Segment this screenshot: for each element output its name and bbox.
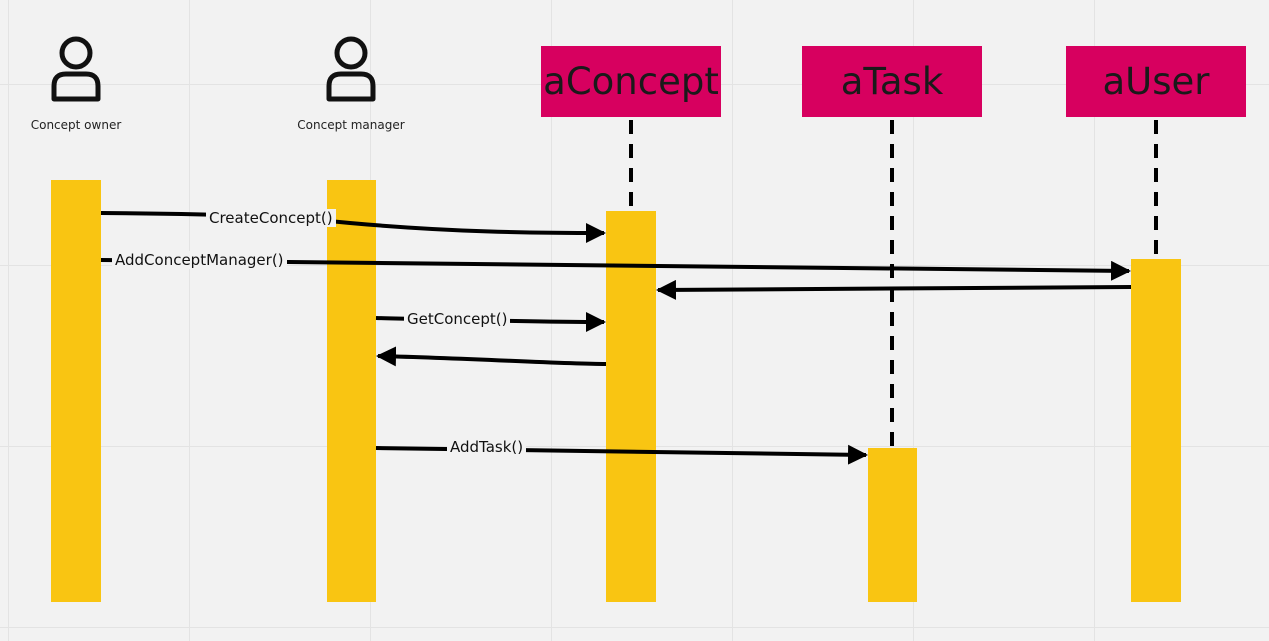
user-icon — [326, 36, 376, 102]
actor-concept-manager[interactable]: Concept manager — [276, 36, 426, 132]
arrow-return-from-auser[interactable] — [656, 279, 1132, 300]
activation-bar-atask[interactable] — [868, 448, 917, 602]
user-icon — [51, 36, 101, 102]
activation-bar-aconcept[interactable] — [606, 211, 656, 602]
arrow-return-from-aconcept[interactable] — [376, 346, 607, 367]
message-label-create-concept: CreateConcept() — [206, 209, 336, 227]
object-aconcept[interactable]: aConcept — [541, 46, 721, 117]
activation-bar-concept-manager[interactable] — [327, 180, 376, 602]
message-label-add-concept-manager: AddConceptManager() — [112, 251, 287, 269]
message-label-add-task: AddTask() — [447, 438, 527, 456]
actor-label: Concept manager — [297, 118, 405, 132]
message-label-get-concept: GetConcept() — [404, 310, 511, 328]
actor-label: Concept owner — [30, 118, 122, 132]
activation-bar-concept-owner[interactable] — [51, 180, 101, 602]
actor-concept-owner[interactable]: Concept owner — [1, 36, 151, 132]
arrow-create-concept[interactable] — [100, 211, 606, 243]
activation-bar-auser[interactable] — [1131, 259, 1181, 602]
object-auser[interactable]: aUser — [1066, 46, 1246, 117]
object-atask[interactable]: aTask — [802, 46, 982, 117]
